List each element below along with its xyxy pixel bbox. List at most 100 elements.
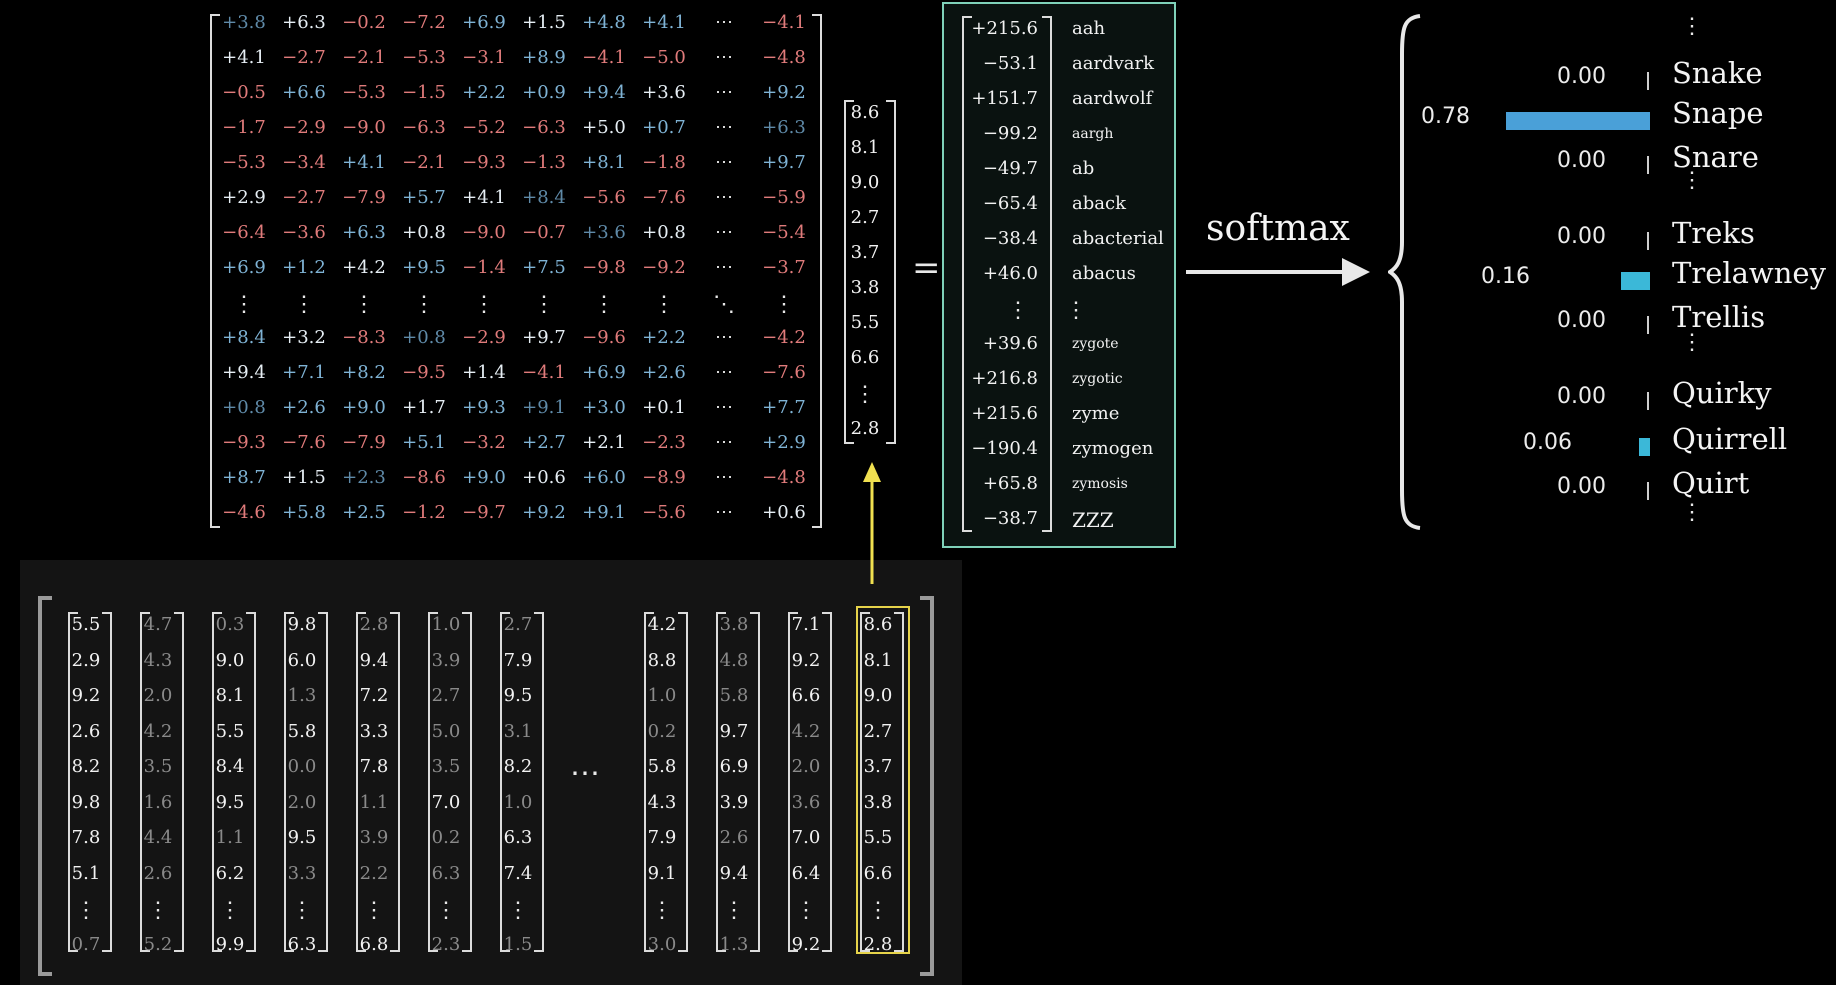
embedding-value: 4.4	[143, 827, 173, 848]
embedding-value: 3.8	[719, 614, 749, 635]
embedding-column-right-bracket	[390, 612, 400, 952]
probability-word: Quirky	[1672, 376, 1772, 410]
matrix-cell: +6.9	[462, 12, 506, 33]
embedding-value: 2.8	[359, 614, 389, 635]
vector-entry: 3.7	[850, 242, 880, 263]
matrix-cell: +0.9	[522, 82, 566, 103]
embedding-value: 1.1	[359, 791, 389, 813]
matrix-cell: +2.6	[282, 397, 326, 418]
matrix-cell: −1.3	[522, 152, 566, 173]
embedding-column-right-bracket	[318, 612, 328, 952]
matrix-cell: −9.3	[462, 152, 506, 173]
matrix-row-ellipsis: ⋯	[715, 432, 733, 453]
embedding-column-right-bracket	[246, 612, 256, 952]
embedding-value: 4.3	[647, 791, 677, 813]
embedding-vdots: ⋮	[363, 898, 385, 923]
embedding-column-right-bracket	[750, 612, 760, 952]
embedding-value: 9.8	[71, 791, 101, 813]
matrix-vdots: ⋮	[653, 292, 675, 317]
logit-value: +216.8	[971, 368, 1038, 389]
embedding-value: 9.1	[647, 862, 677, 884]
probability-word: Quirrell	[1672, 422, 1788, 456]
matrix-cell: −9.8	[582, 257, 626, 278]
embedding-value: 8.6	[863, 614, 893, 635]
matrix-cell: −4.8	[762, 47, 806, 68]
embedding-value: 5.5	[71, 614, 101, 635]
probability-value: 0.00	[1557, 308, 1606, 333]
embedding-column-right-bracket	[462, 612, 472, 952]
embedding-value: 5.5	[215, 720, 245, 742]
matrix-cell: −3.1	[462, 47, 506, 68]
logit-value: −53.1	[982, 53, 1038, 74]
embedding-value: 2.9	[71, 649, 101, 671]
probability-vdots: ⋮	[1681, 14, 1703, 39]
embedding-value: 3.3	[287, 862, 317, 884]
matrix-cell: +7.1	[282, 362, 326, 383]
matrix-cell: +2.6	[642, 362, 686, 383]
embedding-value: 9.5	[503, 685, 533, 706]
matrix-left-bracket	[210, 14, 220, 528]
embedding-value: 3.8	[863, 791, 893, 813]
logit-value: −38.7	[982, 508, 1038, 529]
matrix-cell: −2.7	[282, 187, 326, 208]
embedding-value: 2.6	[719, 827, 749, 848]
embedding-column-right-bracket	[102, 612, 112, 952]
probability-value: 0.16	[1481, 264, 1530, 289]
matrix-cell: +9.7	[522, 327, 566, 348]
probability-tick	[1647, 156, 1649, 174]
matrix-cell: +8.4	[522, 187, 566, 208]
logit-word: abacus	[1072, 263, 1136, 284]
matrix-cell: +2.5	[342, 502, 386, 523]
embedding-vdots: ⋮	[219, 898, 241, 923]
embedding-column-left-bracket	[860, 612, 870, 952]
matrix-cell: +3.6	[642, 82, 686, 103]
embedding-column-left-bracket	[788, 612, 798, 952]
matrix-cell: −4.6	[222, 502, 266, 523]
matrix-cell: −1.7	[222, 117, 266, 138]
embedding-value: 9.2	[71, 685, 101, 706]
probability-word: Treks	[1672, 216, 1755, 250]
vector-entry: 8.1	[850, 137, 880, 158]
embedding-value: 9.0	[215, 649, 245, 671]
probability-tick	[1647, 232, 1649, 250]
vector-entry: 3.8	[850, 277, 880, 298]
probability-word: Trelawney	[1672, 256, 1826, 290]
matrix-row-ellipsis: ⋯	[715, 502, 733, 523]
logit-value: −190.4	[971, 438, 1038, 459]
logit-value: +215.6	[971, 18, 1038, 39]
embedding-value: 5.0	[431, 720, 461, 742]
embedding-value: 1.1	[215, 827, 245, 848]
embedding-column-left-bracket	[284, 612, 294, 952]
matrix-vdots: ⋮	[593, 292, 615, 317]
embedding-vdots: ⋮	[75, 898, 97, 923]
embedding-value: 7.2	[359, 685, 389, 706]
words-vdots: ⋮	[1065, 298, 1087, 323]
matrix-cell: −0.2	[342, 12, 386, 33]
embedding-value: 6.8	[359, 934, 389, 955]
probability-value: 0.00	[1557, 64, 1606, 89]
matrix-row-ellipsis: ⋯	[715, 327, 733, 348]
matrix-cell: −2.1	[342, 47, 386, 68]
matrix-vdots: ⋱	[713, 292, 735, 317]
embedding-value: 1.3	[287, 685, 317, 706]
matrix-row-ellipsis: ⋯	[715, 222, 733, 243]
matrix-cell: −8.9	[642, 467, 686, 488]
embedding-value: 7.0	[791, 827, 821, 848]
probability-tick	[1647, 316, 1649, 334]
matrix-cell: −9.3	[222, 432, 266, 453]
probability-bar	[1639, 438, 1650, 456]
matrix-vdots: ⋮	[353, 292, 375, 317]
logit-value: +39.6	[982, 333, 1038, 354]
probability-value: 0.06	[1523, 430, 1572, 455]
embedding-value: 2.0	[791, 756, 821, 777]
probability-value: 0.00	[1557, 224, 1606, 249]
embedding-column-left-bracket	[644, 612, 654, 952]
probability-tick	[1647, 482, 1649, 500]
embedding-value: 8.1	[215, 685, 245, 706]
embedding-column-left-bracket	[716, 612, 726, 952]
matrix-cell: −8.3	[342, 327, 386, 348]
matrix-cell: +8.2	[342, 362, 386, 383]
matrix-cell: +6.3	[342, 222, 386, 243]
matrix-cell: +4.1	[342, 152, 386, 173]
matrix-cell: +8.4	[222, 327, 266, 348]
